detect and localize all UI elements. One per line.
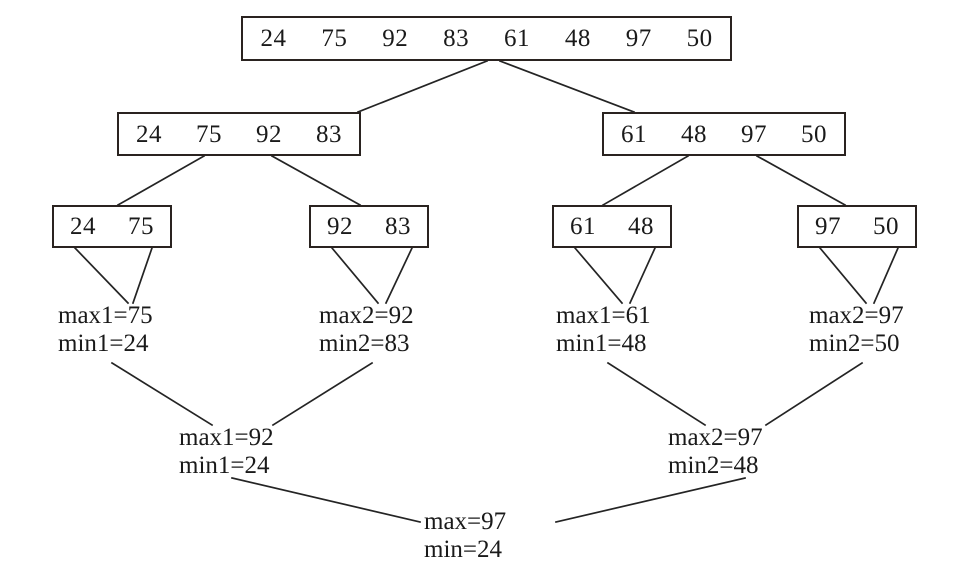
max-value: max2=92	[319, 302, 414, 329]
array-cell: 97	[815, 213, 841, 240]
merge-result-left: max1=92 min1=24	[179, 424, 274, 480]
edge-left-to-pair1	[116, 154, 206, 207]
edge-result2-to-merge-left	[271, 361, 374, 427]
array-box-pair-4: 97 50	[797, 205, 917, 248]
min-value: min1=24	[58, 330, 149, 357]
leaf-result-2: max2=92 min2=83	[319, 302, 414, 358]
min-value: min1=24	[179, 452, 270, 479]
array-box-right-half: 61 48 97 50	[602, 112, 846, 156]
leaf-result-1: max1=75 min1=24	[58, 302, 153, 358]
edge-pair3-left-to-result3	[573, 246, 624, 305]
max-value: max1=92	[179, 424, 274, 451]
array-box-pair-3: 61 48	[552, 205, 672, 248]
max-value: max=97	[424, 508, 507, 535]
min-value: min1=48	[556, 330, 647, 357]
max-value: max1=61	[556, 302, 651, 329]
array-cell: 24	[70, 213, 96, 240]
max-value: max2=97	[809, 302, 904, 329]
array-cell: 48	[628, 213, 654, 240]
array-box-root: 24 75 92 83 61 48 97 50	[241, 16, 732, 61]
min-value: min2=50	[809, 330, 900, 357]
edge-result4-to-merge-right	[764, 361, 864, 427]
min-value: min2=83	[319, 330, 410, 357]
array-cell: 50	[873, 213, 899, 240]
edge-pair2-left-to-result2	[330, 246, 380, 305]
array-cell: 92	[327, 213, 353, 240]
edge-right-to-pair4	[755, 154, 847, 207]
leaf-result-4: max2=97 min2=50	[809, 302, 904, 358]
array-cell: 24	[136, 120, 162, 148]
array-cell: 61	[621, 120, 647, 148]
array-box-pair-2: 92 83	[309, 205, 429, 248]
max-value: max1=75	[58, 302, 153, 329]
array-cell: 97	[741, 120, 767, 148]
array-cell: 50	[686, 25, 713, 52]
max-value: max2=97	[668, 424, 763, 451]
edge-root-to-right	[498, 59, 636, 114]
final-result: max=97 min=24	[424, 508, 506, 564]
array-cell: 83	[385, 213, 411, 240]
array-cell: 75	[128, 213, 154, 240]
merge-result-right: max2=97 min2=48	[668, 424, 763, 480]
edge-merge-right-to-final	[554, 476, 747, 524]
min-value: min2=48	[668, 452, 759, 479]
min-value: min=24	[424, 536, 502, 563]
array-cell: 61	[570, 213, 596, 240]
edge-right-to-pair3	[601, 154, 690, 207]
array-cell: 61	[503, 25, 530, 52]
edge-pair3-right-to-result3	[628, 246, 657, 305]
array-cell: 97	[625, 25, 652, 52]
array-cell: 48	[681, 120, 707, 148]
edge-result3-to-merge-right	[606, 361, 707, 427]
array-cell: 83	[316, 120, 342, 148]
edge-merge-left-to-final	[230, 476, 422, 524]
array-cell: 24	[260, 25, 287, 52]
array-box-pair-1: 24 75	[52, 205, 172, 248]
array-cell: 92	[382, 25, 409, 52]
array-cell: 48	[564, 25, 591, 52]
edge-left-to-pair2	[270, 154, 362, 207]
edge-root-to-left	[356, 59, 489, 114]
array-cell: 92	[256, 120, 282, 148]
array-cell: 83	[443, 25, 470, 52]
array-box-left-half: 24 75 92 83	[117, 112, 361, 156]
edge-pair1-right-to-result1	[131, 246, 154, 305]
array-cell: 75	[196, 120, 222, 148]
edge-pair4-left-to-result4	[818, 246, 868, 305]
edge-pair1-left-to-result1	[73, 246, 130, 305]
array-cell: 75	[321, 25, 348, 52]
edge-pair4-right-to-result4	[872, 246, 900, 305]
array-cell: 50	[801, 120, 827, 148]
edge-pair2-right-to-result2	[384, 246, 414, 305]
edge-result1-to-merge-left	[110, 361, 214, 427]
leaf-result-3: max1=61 min1=48	[556, 302, 651, 358]
